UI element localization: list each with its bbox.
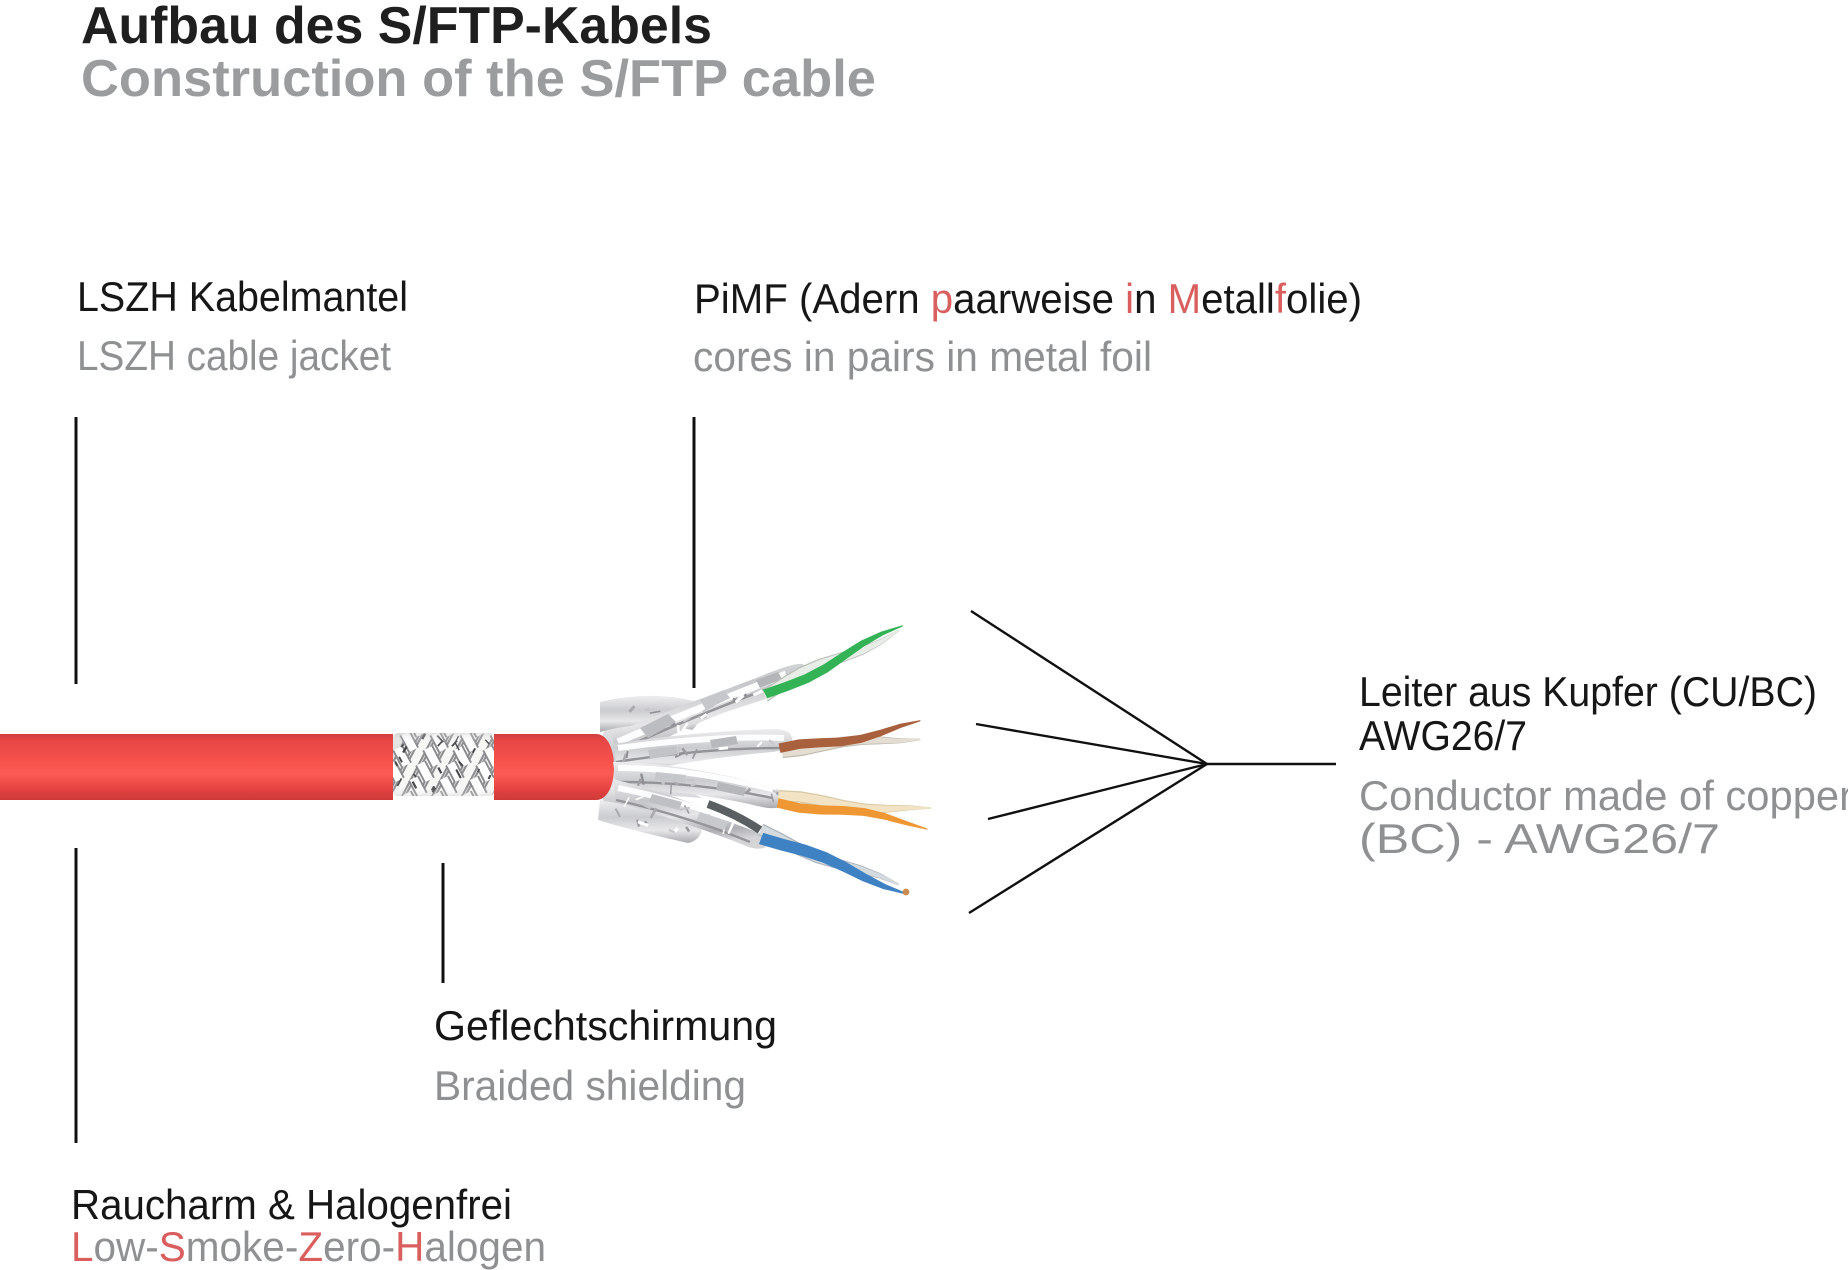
svg-text:cores in pairs in metal foil: cores in pairs in metal foil <box>693 333 1152 380</box>
svg-text:Braided shielding: Braided shielding <box>434 1062 746 1109</box>
svg-text:Aufbau des S/FTP-Kabels: Aufbau des S/FTP-Kabels <box>81 0 712 55</box>
svg-text:PiMF (Adern paarweise in Metal: PiMF (Adern paarweise in Metallfolie) <box>694 275 1362 322</box>
svg-text:Conductor made of copper: Conductor made of copper <box>1359 772 1848 819</box>
svg-text:LSZH cable jacket: LSZH cable jacket <box>77 332 391 379</box>
svg-text:Geflechtschirmung: Geflechtschirmung <box>434 1002 777 1049</box>
svg-text:(BC) - AWG26/7: (BC) - AWG26/7 <box>1359 815 1720 862</box>
svg-text:AWG26/7: AWG26/7 <box>1359 712 1527 759</box>
svg-text:Leiter aus Kupfer (CU/BC): Leiter aus Kupfer (CU/BC) <box>1359 668 1817 715</box>
svg-text:Raucharm & Halogenfrei: Raucharm & Halogenfrei <box>71 1181 512 1228</box>
svg-text:LSZH Kabelmantel: LSZH Kabelmantel <box>77 273 408 320</box>
svg-text:Low-Smoke-Zero-Halogen: Low-Smoke-Zero-Halogen <box>71 1223 546 1270</box>
svg-text:Construction of the S/FTP cabl: Construction of the S/FTP cable <box>81 50 876 108</box>
